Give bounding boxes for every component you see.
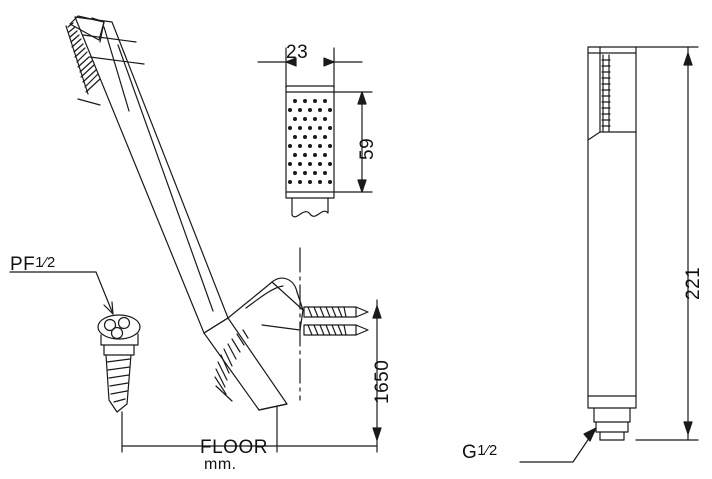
dimension-label-221: 221 — [683, 266, 704, 300]
dimension-label-1650: 1650 — [372, 359, 393, 404]
dimension-label-59: 59 — [357, 137, 378, 160]
floor-label: FLOOR — [200, 437, 268, 458]
pf-thread-text: PF — [10, 254, 36, 275]
g-thread-label: G1⁄2 — [462, 442, 498, 464]
shower-elevation-upright — [587, 46, 637, 441]
height-dimension-59 — [333, 91, 373, 193]
pf-half-inlet-fitting — [97, 314, 141, 413]
pf-leader-line — [9, 271, 114, 315]
dimension-label-23: 23 — [286, 42, 309, 63]
g-thread-fraction: 1⁄2 — [477, 442, 498, 459]
spray-face-detail — [285, 85, 335, 218]
shower-handle-angled — [65, 15, 229, 334]
floor-dimension-1650 — [121, 299, 382, 453]
pf-thread-label: PF1⁄2 — [10, 254, 56, 276]
height-dimension-221 — [635, 46, 699, 441]
g-half-leader-line — [519, 427, 597, 463]
width-dimension-23 — [257, 47, 363, 89]
pf-thread-fraction: 1⁄2 — [35, 254, 56, 271]
shower-handle-outlet — [203, 317, 288, 411]
bracket-screws — [303, 306, 369, 336]
units-label: mm. — [204, 456, 237, 473]
g-thread-text: G — [462, 442, 478, 463]
wall-bracket — [227, 277, 304, 331]
